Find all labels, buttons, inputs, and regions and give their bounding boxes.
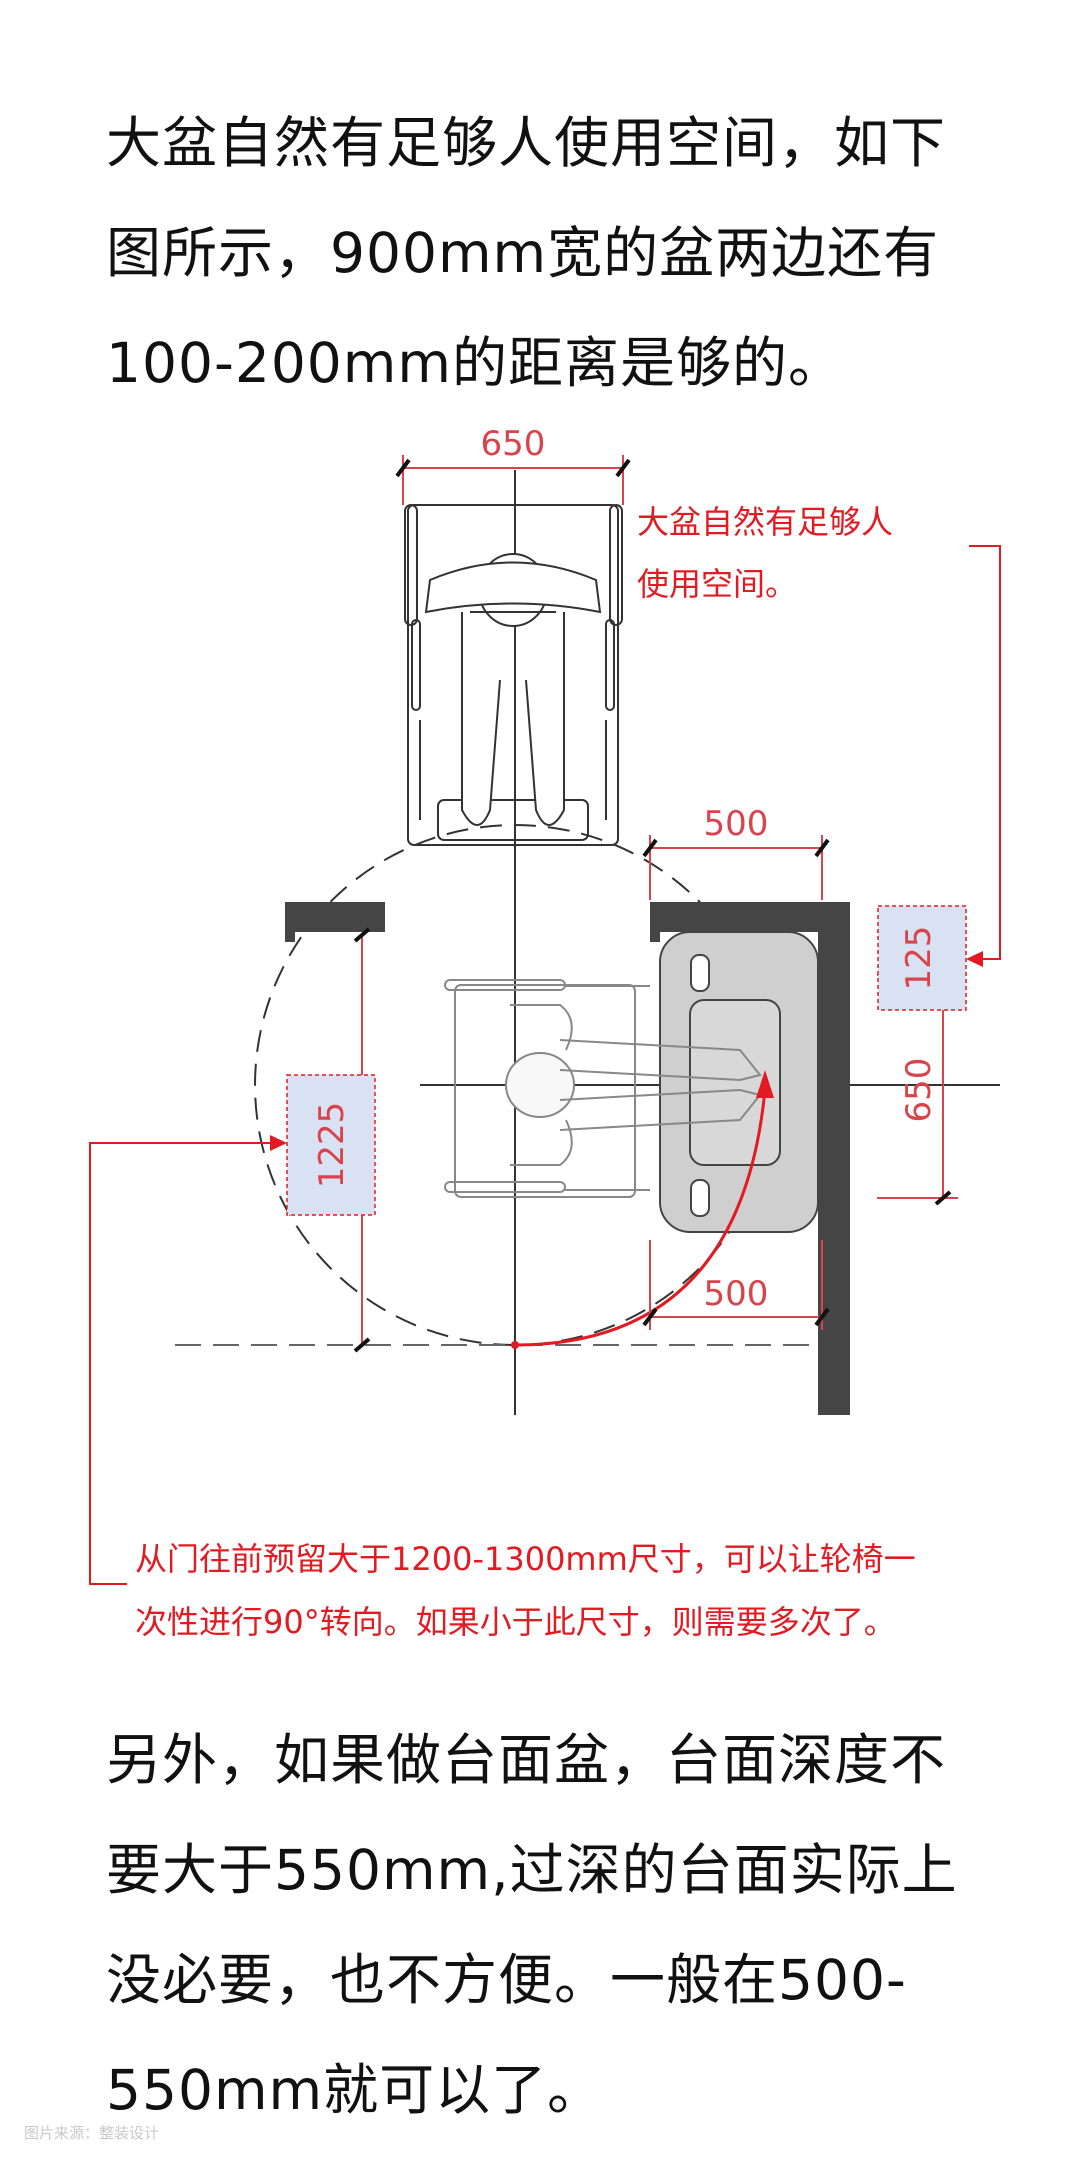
right-wall: [650, 902, 850, 932]
outro-paragraph: 另外，如果做台面盆，台面深度不 要大于550mm,过深的台面实际上 没必要，也不…: [106, 1705, 1006, 2145]
left-wall: [285, 902, 385, 932]
wheelchair-inner: [444, 979, 762, 1198]
outro-line: 550mm就可以了。: [106, 2058, 604, 2122]
right-wall-side: [818, 902, 850, 1415]
basin-tap: [690, 1179, 710, 1217]
watermark: 图片来源：整装设计: [24, 2124, 160, 2142]
dim-highlight-box: [286, 1074, 376, 1216]
callout-connector-bottom: [89, 1142, 280, 1585]
basin-bowl: [689, 999, 781, 1166]
right-wall-return: [650, 902, 660, 942]
dimension-top-width: 650: [395, 424, 631, 505]
note-bottom-line: 从门往前预留大于1200-1300mm尺寸，可以让轮椅一: [135, 1540, 916, 1578]
wheelchair-washbasin-diagram: 650 500 500 1225 125 650: [89, 424, 1001, 1641]
dimension-lower-gap: 500: [642, 1240, 830, 1330]
intro-line: 图所示，900mm宽的盆两边还有: [106, 221, 940, 285]
dimension-right-side: 125 650: [877, 905, 967, 1206]
dim-label-edge-offset: 125: [899, 926, 939, 991]
callout-connector-top: [969, 545, 1001, 960]
arc-origin-dot: [511, 1341, 519, 1349]
arrow-head: [756, 1070, 774, 1098]
note-bottom-line: 次性进行90°转向。如果小于此尺寸，则需要多次了。: [135, 1603, 896, 1641]
arrow-head: [270, 1135, 287, 1151]
dim-label-upper-gap: 500: [704, 804, 769, 844]
intro-line: 100-200mm的距离是够的。: [106, 331, 844, 395]
dim-label-door-depth: 1225: [312, 1102, 352, 1189]
basin-tap: [690, 954, 710, 992]
intro-paragraph: 大盆自然有足够人使用空间，如下 图所示，900mm宽的盆两边还有 100-200…: [106, 88, 1006, 418]
turning-arc-arrow: [514, 1089, 767, 1347]
intro-line: 大盆自然有足够人使用空间，如下: [106, 111, 947, 175]
outro-line: 没必要，也不方便。一般在500-: [106, 1948, 907, 2012]
dim-label-basin-center: 650: [899, 1058, 939, 1123]
outro-line: 要大于550mm,过深的台面实际上: [106, 1838, 958, 1902]
arrow-head: [966, 951, 983, 967]
dimension-door-depth: 1225: [286, 927, 376, 1353]
wheelchair-top: [404, 504, 623, 846]
left-wall-edge: [285, 902, 295, 942]
dimension-upper-gap: 500: [642, 804, 830, 900]
note-top-line: 使用空间。: [637, 565, 797, 603]
dim-label-top-width: 650: [481, 424, 546, 464]
note-top-line: 大盆自然有足够人: [637, 503, 893, 541]
dim-label-lower-gap: 500: [704, 1274, 769, 1314]
outro-line: 另外，如果做台面盆，台面深度不: [106, 1728, 947, 1792]
dim-highlight-box: [877, 905, 967, 1011]
